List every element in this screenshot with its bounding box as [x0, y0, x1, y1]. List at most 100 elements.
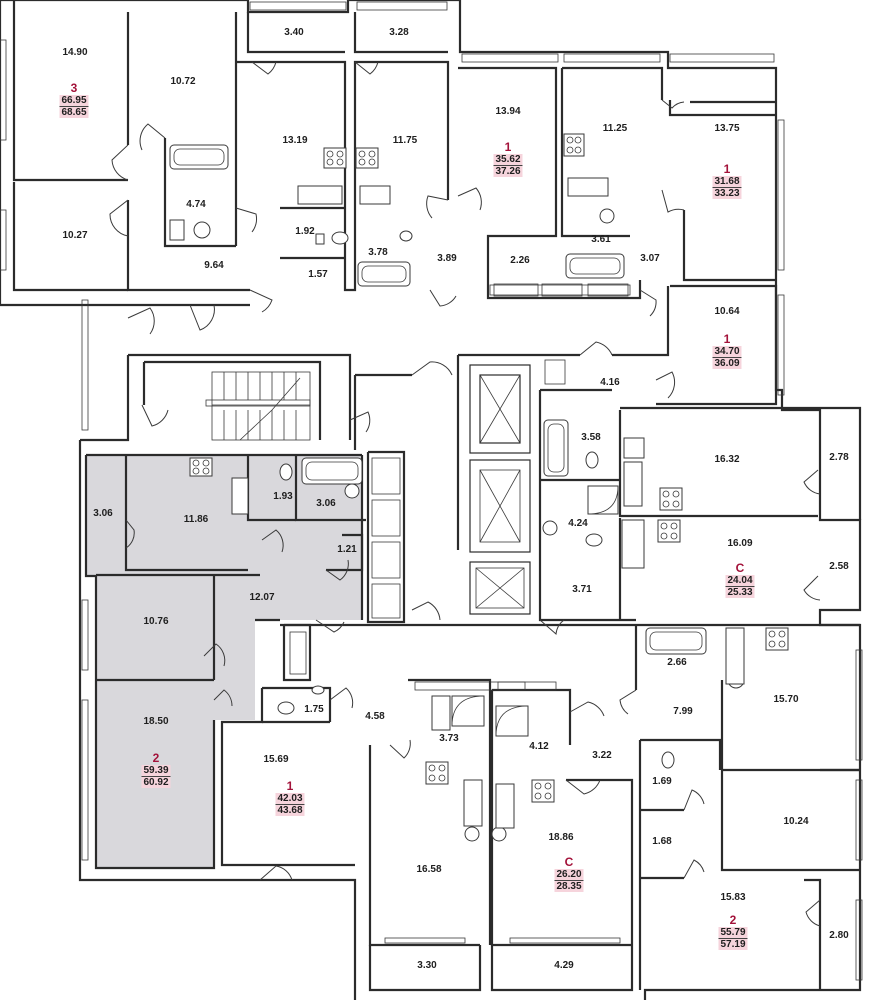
room-area: 10.27 — [62, 230, 88, 241]
room-area: 14.90 — [62, 47, 88, 58]
apartment-type: 1 — [723, 332, 731, 346]
service-shafts — [289, 283, 629, 675]
room-area: 7.99 — [673, 706, 693, 717]
room-area: 2.78 — [829, 452, 849, 463]
room-area: 3.22 — [592, 750, 612, 761]
door-swings — [109, 61, 821, 927]
apartment-label: 1 35.62 37.26 — [493, 140, 523, 177]
apartment-type: 2 — [729, 913, 737, 927]
apartment-label: 2 55.79 57.19 — [718, 913, 748, 950]
room-area: 11.75 — [392, 135, 418, 146]
apartment-type: 3 — [70, 81, 78, 95]
room-area: 3.06 — [93, 508, 113, 519]
room-area: 1.92 — [295, 226, 315, 237]
room-area: 4.58 — [365, 711, 385, 722]
room-area: 3.89 — [437, 253, 457, 264]
apartment-living-area: 24.04 — [725, 575, 755, 587]
staircase — [205, 371, 311, 441]
bathtubs — [169, 144, 707, 655]
room-area: 11.25 — [602, 123, 628, 134]
room-area: 16.58 — [416, 864, 442, 875]
apartment-living-area: 31.68 — [712, 176, 742, 188]
highlighted-apartment — [86, 455, 362, 868]
room-area: 9.64 — [204, 260, 224, 271]
apartment-label: 3 66.95 68.65 — [59, 81, 89, 118]
apartment-living-area: 59.39 — [141, 765, 171, 777]
room-area: 18.50 — [143, 716, 169, 727]
room-area: 11.86 — [183, 514, 209, 525]
room-area: 15.83 — [720, 892, 746, 903]
apartment-living-area: 66.95 — [59, 95, 89, 107]
apartment-type: 1 — [504, 140, 512, 154]
apartment-total-area: 28.35 — [554, 881, 584, 892]
apartment-total-area: 37.26 — [493, 166, 523, 177]
room-area: 1.68 — [652, 836, 672, 847]
room-area: 4.16 — [600, 377, 620, 388]
room-area: 4.74 — [186, 199, 206, 210]
apartment-type: С — [564, 855, 574, 869]
elevators — [469, 359, 566, 615]
apartment-label: С 24.04 25.33 — [725, 561, 755, 598]
apartment-living-area: 42.03 — [275, 793, 305, 805]
apartment-type: 2 — [152, 751, 160, 765]
room-area: 4.29 — [554, 960, 574, 971]
room-area: 3.58 — [581, 432, 601, 443]
room-area: 3.40 — [284, 27, 304, 38]
room-area: 16.32 — [714, 454, 740, 465]
room-area: 3.28 — [389, 27, 409, 38]
room-area: 1.75 — [304, 704, 324, 715]
room-area: 10.76 — [143, 616, 169, 627]
room-area: 4.24 — [568, 518, 588, 529]
apartment-total-area: 25.33 — [725, 587, 755, 598]
room-area: 15.69 — [263, 754, 289, 765]
room-area: 10.64 — [714, 306, 740, 317]
room-area: 13.94 — [495, 106, 521, 117]
apartment-living-area: 26.20 — [554, 869, 584, 881]
apartment-living-area: 55.79 — [718, 927, 748, 939]
apartment-label: 1 42.03 43.68 — [275, 779, 305, 816]
room-area: 3.61 — [591, 234, 611, 245]
apartment-type: С — [735, 561, 745, 575]
shower-trays — [451, 485, 619, 737]
room-area: 13.75 — [714, 123, 740, 134]
room-area: 2.26 — [510, 255, 530, 266]
toilets — [169, 208, 745, 842]
room-area: 3.73 — [439, 733, 459, 744]
kitchen-units — [189, 133, 789, 829]
room-area: 3.71 — [572, 584, 592, 595]
apartment-label: 1 31.68 33.23 — [712, 162, 742, 199]
room-area: 15.70 — [773, 694, 799, 705]
apartment-type: 1 — [723, 162, 731, 176]
room-area: 3.07 — [640, 253, 660, 264]
room-area: 4.12 — [529, 741, 549, 752]
room-area: 12.07 — [249, 592, 275, 603]
room-area: 13.19 — [282, 135, 308, 146]
apartment-living-area: 35.62 — [493, 154, 523, 166]
apartment-label: 1 34.70 36.09 — [712, 332, 742, 369]
apartment-label: 2 59.39 60.92 — [141, 751, 171, 788]
apartment-label: С 26.20 28.35 — [554, 855, 584, 892]
room-area: 1.21 — [337, 544, 357, 555]
room-area: 3.06 — [316, 498, 336, 509]
room-area: 2.58 — [829, 561, 849, 572]
apartment-type: 1 — [286, 779, 294, 793]
apartment-total-area: 43.68 — [275, 805, 305, 816]
room-area: 1.93 — [273, 491, 293, 502]
windows — [0, 1, 863, 981]
apartment-total-area: 33.23 — [712, 188, 742, 199]
room-area: 10.72 — [170, 76, 196, 87]
room-area: 1.69 — [652, 776, 672, 787]
interior-walls — [12, 0, 860, 990]
room-area: 3.30 — [417, 960, 437, 971]
apartment-total-area: 68.65 — [59, 107, 89, 118]
room-area: 2.80 — [829, 930, 849, 941]
apartment-total-area: 60.92 — [141, 777, 171, 788]
room-area: 10.24 — [783, 816, 809, 827]
room-area: 16.09 — [727, 538, 753, 549]
apartment-total-area: 57.19 — [718, 939, 748, 950]
apartment-living-area: 34.70 — [712, 346, 742, 358]
room-area: 2.66 — [667, 657, 687, 668]
room-area: 18.86 — [548, 832, 574, 843]
room-area: 3.78 — [368, 247, 388, 258]
apartment-total-area: 36.09 — [712, 358, 742, 369]
